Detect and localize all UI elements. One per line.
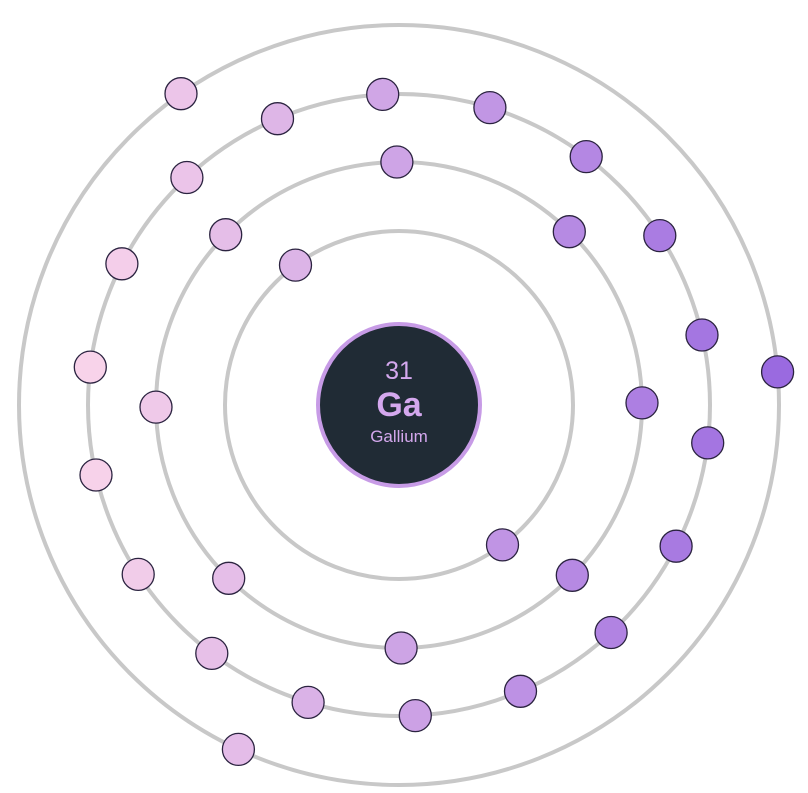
electron-shell-2-2 (555, 558, 589, 592)
electron-shell-3-1 (291, 685, 325, 720)
electron-shell-2-3 (625, 386, 659, 420)
electron-shell-2-1 (384, 631, 418, 665)
electron-shell-3-15 (73, 350, 107, 384)
electron-shell-4-2 (221, 732, 256, 767)
electron-shell-3-14 (105, 247, 139, 281)
electron-shell-3-4 (594, 615, 628, 650)
electron-shell-3-6 (691, 426, 725, 460)
electron-shell-3-12 (260, 102, 295, 136)
electron-shell-3-9 (569, 139, 603, 174)
atomic-number: 31 (385, 357, 413, 385)
electron-shell-3-2 (398, 698, 432, 733)
electron-shell-3-17 (121, 557, 155, 592)
electron-shell-2-5 (380, 145, 414, 179)
electron-shell-2-6 (209, 218, 243, 252)
electron-shell-2-4 (552, 215, 586, 249)
electron-shell-1-2 (485, 528, 520, 562)
electron-shell-1-1 (278, 248, 313, 282)
electron-shell-3-13 (170, 160, 204, 195)
electron-shell-2-7 (139, 390, 173, 424)
electron-shell-3-10 (473, 90, 507, 125)
nucleus-circle (316, 322, 482, 488)
electron-shell-4-1 (760, 355, 795, 389)
element-symbol: Ga (376, 386, 422, 424)
electron-shell-3-5 (659, 529, 693, 563)
electron-shell-3-8 (643, 218, 677, 253)
shell-4 (17, 23, 781, 787)
electron-shell-3-18 (195, 636, 229, 671)
electron-shell-4-3 (164, 77, 198, 111)
electron-shell-3-7 (685, 318, 719, 352)
electrons (73, 77, 795, 767)
electron-shell-3-3 (503, 674, 538, 708)
electron-shell-2-8 (212, 561, 246, 595)
nucleus: 31 Ga Gallium (316, 322, 482, 488)
element-name: Gallium (370, 427, 428, 446)
electron-shell-3-11 (366, 77, 400, 112)
electron-shell-3-16 (79, 458, 113, 492)
shell-1 (223, 229, 575, 581)
